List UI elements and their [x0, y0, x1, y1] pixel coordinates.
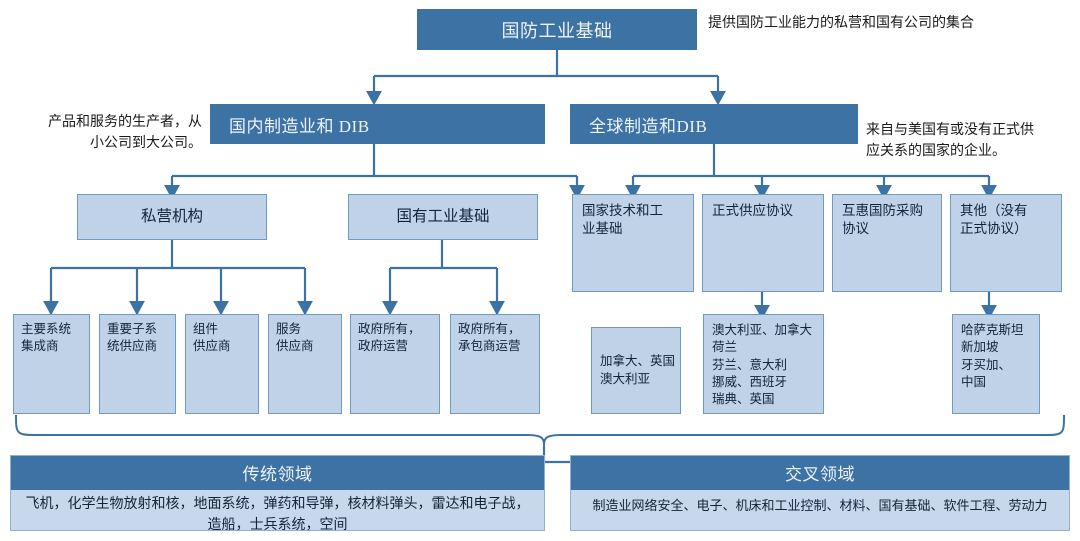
leaf-other-countries[interactable]: 哈萨克斯坦 新加坡 牙买加、 中国 — [952, 314, 1040, 414]
global-child-reciprocal-label: 互惠国防采购 协议 — [842, 203, 923, 237]
global-child-reciprocal-box[interactable]: 互惠国防采购 协议 — [832, 194, 942, 292]
panel-crosscutting-domains[interactable]: 交叉领域 制造业网络安全、电子、机床和工业控制、材料、国有基础、软件工程、劳动力 — [570, 455, 1070, 531]
panel-crosscutting-body: 制造业网络安全、电子、机床和工业控制、材料、国有基础、软件工程、劳动力 — [592, 498, 1048, 513]
annotation-root: 提供国防工业能力的私营和国有公司的集合 — [708, 16, 974, 31]
leaf-service-supplier[interactable]: 服务 供应商 — [268, 314, 342, 414]
leaf-component-supplier-label: 组件 供应商 — [193, 322, 231, 353]
global-child-formal-supply-box[interactable]: 正式供应协议 — [702, 194, 824, 292]
leaf-ntib-countries-label: 加拿大、英国 澳大利亚 — [600, 354, 676, 386]
panel-traditional-body: 飞机，化学生物放射和核，地面系统，弹药和导弹，核材料弹头，雷达和电子战，造船，士… — [25, 497, 530, 533]
leaf-subsystem-supplier[interactable]: 重要子系 统供应商 — [99, 314, 176, 414]
root-box-label: 国防工业基础 — [501, 20, 613, 41]
state-industrial-base-box[interactable]: 国有工业基础 — [348, 194, 538, 240]
state-industrial-base-label: 国有工业基础 — [396, 207, 490, 225]
panel-crosscutting-header: 交叉领域 — [571, 456, 1069, 490]
global-child-ntib-box[interactable]: 国家技术和工 业基础 — [572, 194, 694, 292]
global-dib-label: 全球制造和DIB — [589, 116, 708, 136]
leaf-formal-supply-countries-label: 澳大利亚、加拿大 荷兰 芬兰、意大利 挪威、西班牙 瑞典、英国 — [712, 323, 813, 406]
leaf-goco[interactable]: 政府所有， 承包商运营 — [450, 314, 540, 414]
leaf-gogo[interactable]: 政府所有， 政府运营 — [350, 314, 440, 414]
leaf-other-countries-label: 哈萨克斯坦 新加坡 牙买加、 中国 — [961, 323, 1024, 389]
panel-traditional-header: 传统领域 — [11, 456, 544, 490]
global-dib-box[interactable]: 全球制造和DIB — [570, 104, 858, 144]
leaf-prime-integrator[interactable]: 主要系统 集成商 — [13, 314, 90, 414]
domestic-dib-box[interactable]: 国内制造业和 DIB — [210, 104, 545, 144]
leaf-ntib-countries[interactable]: 加拿大、英国 澳大利亚 — [591, 327, 681, 414]
leaf-goco-label: 政府所有， 承包商运营 — [458, 322, 521, 353]
annotation-domestic: 产品和服务的生产者，从 小公司到大公司。 — [48, 115, 202, 151]
domestic-dib-label: 国内制造业和 DIB — [229, 116, 370, 136]
panel-traditional-domains[interactable]: 传统领域 飞机，化学生物放射和核，地面系统，弹药和导弹，核材料弹头，雷达和电子战… — [10, 455, 545, 533]
leaf-prime-integrator-label: 主要系统 集成商 — [21, 322, 72, 353]
annotation-global: 来自与美国有或没有正式供 应关系的国家的企业。 — [866, 123, 1034, 159]
leaf-formal-supply-countries[interactable]: 澳大利亚、加拿大 荷兰 芬兰、意大利 挪威、西班牙 瑞典、英国 — [703, 314, 824, 414]
global-child-other-label: 其他（没有 正式协议） — [960, 203, 1028, 237]
leaf-component-supplier[interactable]: 组件 供应商 — [185, 314, 259, 414]
leaf-service-supplier-label: 服务 供应商 — [276, 322, 314, 353]
leaf-subsystem-supplier-label: 重要子系 统供应商 — [107, 322, 158, 353]
global-child-ntib-label: 国家技术和工 业基础 — [582, 203, 663, 237]
private-institutions-label: 私营机构 — [140, 207, 203, 225]
leaf-gogo-label: 政府所有， 政府运营 — [358, 322, 421, 353]
private-institutions-box[interactable]: 私营机构 — [77, 194, 267, 240]
global-child-other-box[interactable]: 其他（没有 正式协议） — [950, 194, 1062, 292]
root-box[interactable]: 国防工业基础 — [417, 9, 697, 50]
global-child-formal-supply-label: 正式供应协议 — [712, 203, 793, 218]
